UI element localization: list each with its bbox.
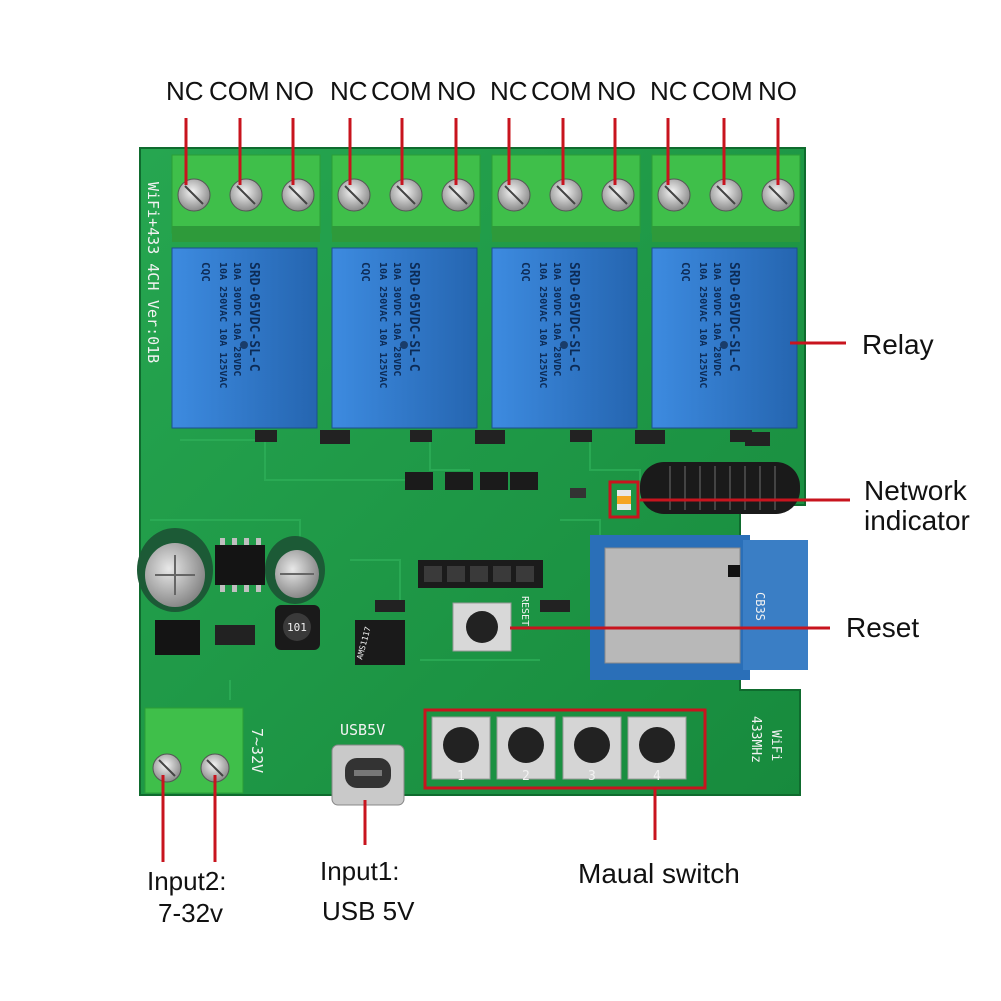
wifi-silkscreen: WiFi [768,730,783,761]
terminal-block-1 [171,154,321,242]
terminal-label-com-3: COM [531,76,592,106]
manual-switch-button-4[interactable]: 4 [627,716,687,784]
usb-silkscreen: USB5V [340,721,385,739]
terminal-label-no-2: NO [437,76,476,106]
module-silkscreen: CB3S [753,592,767,621]
network-indicator-led [608,480,640,519]
inductor-silkscreen: 101 [287,621,307,634]
manual-switch-button-1[interactable]: 1 [431,716,491,784]
relay-rating-2: 10A 30VDC 10A 28VDC [551,262,562,376]
network-callout-line1: Network [864,475,968,506]
manual-switch-number-1: 1 [457,769,465,784]
manual-switch-number-2: 2 [522,769,530,784]
input1-callout-line2: USB 5V [322,896,415,926]
input2-callout-line2: 7-32v [158,898,223,928]
manual-switch-button-3[interactable]: 3 [562,716,622,784]
electrolytic-capacitor-2 [265,536,325,604]
network-callout-line2: indicator [864,505,970,536]
manual-switch-number-3: 3 [588,769,596,784]
terminal-block-2 [331,154,481,242]
electrolytic-capacitor-1 [137,528,213,612]
terminal-label-no-4: NO [758,76,797,106]
relay-leds [255,430,770,446]
manual-switch-callout: Maual switch [578,858,740,889]
terminal-label-com-2: COM [371,76,432,106]
relay-rating-1: 10A 250VAC 10A 125VAC [377,262,388,388]
reset-callout: Reset [846,612,919,643]
driver-transistors [405,472,586,498]
smd-components [155,600,570,655]
terminal-label-com-1: COM [209,76,270,106]
relay-model: SRD-05VDC-SL-C [566,262,581,372]
freq-silkscreen: 433MHz [748,716,763,763]
terminal-label-nc-3: NC [490,76,528,106]
reset-button[interactable]: RESET [452,596,530,652]
input2-terminal-block [144,707,244,794]
ic-chip [215,538,265,592]
relay-rating-1: 10A 250VAC 10A 125VAC [537,262,548,388]
callout-lines [161,118,850,862]
antenna-coil [640,462,800,514]
input1-callout-line1: Input1: [320,856,400,886]
voltage-silkscreen: 7~32V [248,728,266,773]
manual-switch-highlight [423,708,707,790]
model-silkscreen: WiFi+433 4CH [144,182,162,290]
terminal-label-nc-4: NC [650,76,688,106]
relay-model: SRD-05VDC-SL-C [406,262,421,372]
relay-mark: CQC [359,262,372,282]
relay-mark: CQC [519,262,532,282]
manual-switch-button-2[interactable]: 2 [496,716,556,784]
terminal-block-3 [491,154,641,242]
relay-rating-1: 10A 250VAC 10A 125VAC [217,262,228,388]
input2-callout-line1: Input2: [147,866,227,896]
terminal-label-no-1: NO [275,76,314,106]
terminal-block-4 [651,154,801,242]
relay-terminal-blocks [171,154,801,242]
reset-silkscreen: RESET [519,596,530,626]
terminal-label-nc-1: NC [166,76,204,106]
relay-mark: CQC [679,262,692,282]
relay-model: SRD-05VDC-SL-C [246,262,261,372]
relay-rating-2: 10A 30VDC 10A 28VDC [231,262,242,376]
terminal-label-nc-2: NC [330,76,368,106]
inductor: 101 [275,605,320,650]
manual-switch-number-4: 4 [653,769,661,784]
relay-rating-2: 10A 30VDC 10A 28VDC [711,262,722,376]
terminal-label-no-3: NO [597,76,636,106]
terminal-label-com-4: COM [692,76,753,106]
wifi-module: CB3S [590,535,808,680]
relay-callout: Relay [862,329,934,360]
relay-rating-1: 10A 250VAC 10A 125VAC [697,262,708,388]
version-silkscreen: Ver:01B [144,300,162,363]
pin-header [418,560,543,588]
relay-mark: CQC [199,262,212,282]
relay-model: SRD-05VDC-SL-C [726,262,741,372]
relay-rating-2: 10A 30VDC 10A 28VDC [391,262,402,376]
manual-switch-buttons: 1 2 3 4 [431,716,687,784]
usb-c-connector [331,744,405,806]
voltage-regulator: AMS1117 [355,620,405,665]
